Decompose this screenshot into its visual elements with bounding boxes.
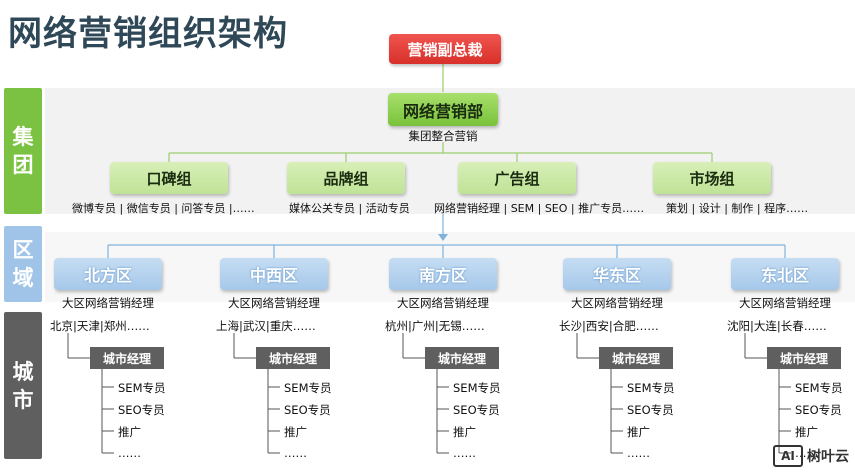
city-staff-item: SEO专员 <box>627 403 674 417</box>
ai-logo-icon: AI <box>773 445 803 467</box>
side-label-city: 城市 <box>4 312 42 459</box>
region-box: 北方区 <box>54 258 162 290</box>
side-label-region: 区域 <box>4 226 42 302</box>
city-manager-box: 城市经理 <box>425 347 499 369</box>
page-title: 网络营销组织架构 <box>8 14 288 54</box>
region-cities: 长沙|西安|合肥…… <box>559 319 659 333</box>
team-desc-market: 策划 | 设计 | 制作 | 程序…… <box>666 202 809 215</box>
city-staff-item: …… <box>118 446 141 460</box>
region-cities: 杭州|广州|无锡…… <box>385 319 485 333</box>
city-staff-item: SEM专员 <box>284 381 332 395</box>
city-staff-item: 推广 <box>453 425 476 439</box>
region-cities: 上海|武汉|重庆…… <box>216 319 316 333</box>
city-staff-item: …… <box>627 446 650 460</box>
region-box: 中西区 <box>220 258 328 290</box>
city-manager-box: 城市经理 <box>90 347 164 369</box>
region-box: 南方区 <box>389 258 497 290</box>
city-staff-item: SEM专员 <box>118 381 166 395</box>
team-desc-ads: 网络营销经理 | SEM | SEO | 推广专员…… <box>434 202 645 215</box>
side-label-group: 集团 <box>4 88 42 214</box>
city-staff-item: 推广 <box>118 425 141 439</box>
team-desc-koubei: 微博专员 | 微信专员 | 问答专员 |…… <box>72 202 255 215</box>
brand-logo: AI 树叶云 <box>773 445 849 467</box>
region-cities: 沈阳|大连|长春…… <box>727 319 827 333</box>
region-cities: 北京|天津|郑州…… <box>50 319 150 333</box>
group-dept-desc: 集团整合营销 <box>408 129 478 143</box>
city-staff-item: SEO专员 <box>118 403 165 417</box>
region-box: 东北区 <box>731 258 839 290</box>
city-staff-item: 推广 <box>627 425 650 439</box>
city-staff-item: SEM专员 <box>453 381 501 395</box>
city-staff-item: 推广 <box>284 425 307 439</box>
city-staff-item: …… <box>795 446 818 460</box>
region-role: 大区网络营销经理 <box>739 296 831 310</box>
region-role: 大区网络营销经理 <box>62 296 154 310</box>
team-box-koubei: 口碑组 <box>110 162 228 194</box>
region-role: 大区网络营销经理 <box>228 296 320 310</box>
city-staff-item: SEO专员 <box>453 403 500 417</box>
side-label-region-text: 区域 <box>12 238 34 290</box>
city-staff-item: …… <box>453 446 476 460</box>
region-role: 大区网络营销经理 <box>397 296 489 310</box>
region-box: 华东区 <box>563 258 671 290</box>
city-manager-box: 城市经理 <box>599 347 673 369</box>
side-label-city-text: 城市 <box>12 359 34 412</box>
city-staff-item: SEO专员 <box>795 403 842 417</box>
logo-text: 树叶云 <box>807 449 849 465</box>
city-manager-box: 城市经理 <box>256 347 330 369</box>
team-box-market: 市场组 <box>653 162 771 194</box>
region-role: 大区网络营销经理 <box>571 296 663 310</box>
team-box-ads: 广告组 <box>458 162 576 194</box>
team-desc-brand: 媒体公关专员 | 活动专员 <box>289 202 410 215</box>
city-staff-item: SEM专员 <box>627 381 675 395</box>
city-staff-item: …… <box>284 446 307 460</box>
city-manager-box: 城市经理 <box>767 347 841 369</box>
side-label-group-text: 集团 <box>12 125 34 177</box>
group-dept-box: 网络营销部 <box>388 93 498 126</box>
city-staff-item: 推广 <box>795 425 818 439</box>
city-staff-item: SEO专员 <box>284 403 331 417</box>
team-box-brand: 品牌组 <box>287 162 405 194</box>
vp-box: 营销副总裁 <box>389 34 501 64</box>
city-staff-item: SEM专员 <box>795 381 843 395</box>
